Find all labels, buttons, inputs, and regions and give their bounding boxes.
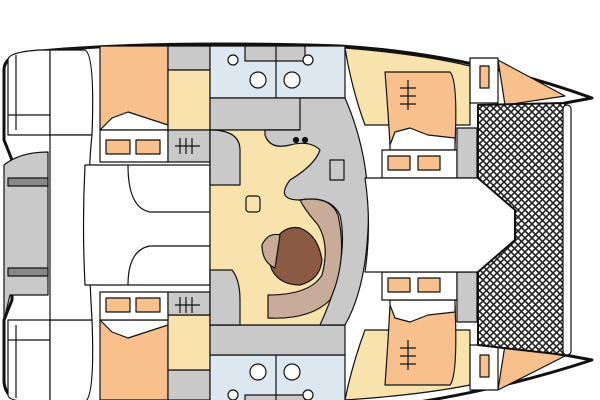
aft-cabin-top [100,46,210,162]
heads-bottom [210,325,345,400]
saloon-table [270,228,322,286]
forward-cockpit [365,178,515,272]
saloon-seating [268,199,342,318]
stern-steps-bottom [8,320,93,400]
forward-cabin-top [345,48,565,178]
crossbeam [563,105,571,355]
aft-cabin-bottom [100,292,210,400]
swim-platform [4,152,48,320]
stern-steps-top [8,50,93,135]
forward-cabin-bottom [345,272,565,400]
cockpit-seating [84,165,211,285]
nav-station [210,130,240,185]
